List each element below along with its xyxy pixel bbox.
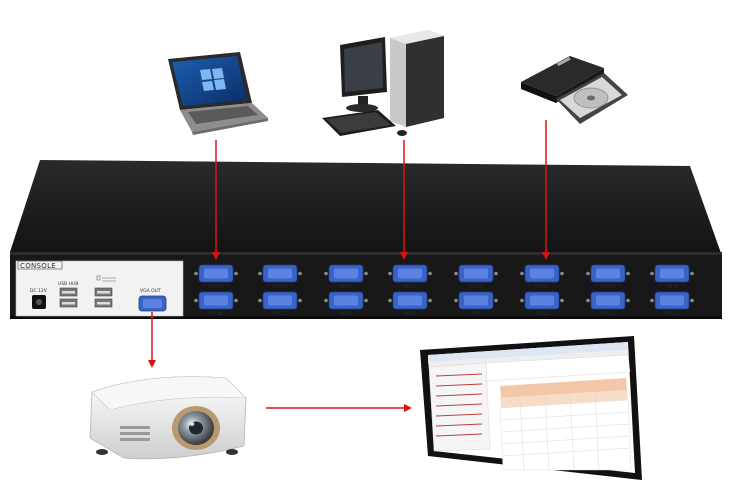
pc-port-label: PC9 [667,284,678,290]
pc-port-label: PC6 [341,311,352,317]
desktop-pc-icon [322,30,444,136]
projection-screen-icon [420,336,642,480]
laptop-icon [168,52,268,135]
usb-port[interactable] [94,298,113,308]
pc-port-label: PC15 [273,284,288,290]
pc-port-label: PC12 [469,284,483,290]
dc-label: DC 12V [30,288,48,294]
pc-ports-top-row: PC16 PC15 PC14 PC13 PC12 PC11 PC10 PC9 [194,264,694,290]
console-panel: CONSOLE DC 12V USB HUB VGA OUT [15,260,184,317]
pc-port-label: PC8 [211,311,222,317]
vga-port-pc12[interactable] [454,264,498,283]
optical-drive-icon [521,56,628,124]
vga-port-pc16[interactable] [194,264,238,283]
pc-port-label: PC4 [471,311,482,317]
vga-port-pc14[interactable] [324,264,368,283]
vga-out-label: VGA OUT [140,288,161,294]
vga-port-pc13[interactable] [388,264,432,283]
vga-port-pc9[interactable] [650,264,694,283]
usb-symbol-icon [96,275,116,282]
pc-port-label: PC3 [537,311,548,317]
console-title: CONSOLE [20,262,56,270]
pc-port-label: PC1 [667,311,678,317]
vga-port-pc2[interactable] [586,291,630,310]
vga-port-pc8[interactable] [194,291,238,310]
vga-port-pc5[interactable] [388,291,432,310]
dc-power-jack[interactable] [32,295,46,309]
usb-port[interactable] [59,298,78,308]
pc-port-label: PC11 [535,284,549,290]
vga-port-pc10[interactable] [586,264,630,283]
vga-port-pc4[interactable] [454,291,498,310]
screen-spreadsheet-content [428,342,632,471]
kvm-switch-chassis: CONSOLE DC 12V USB HUB VGA OUT [10,160,722,319]
pc-port-label: PC2 [603,311,614,317]
usb-port[interactable] [59,287,78,297]
vga-port-pc3[interactable] [520,291,564,310]
pc-port-label: PC16 [209,284,224,290]
vga-port-pc11[interactable] [520,264,564,283]
pc-port-label: PC13 [403,284,418,290]
usb-port[interactable] [94,287,113,297]
pc-port-label: PC7 [275,311,286,317]
connection-arrows [148,120,550,412]
pc-port-label: PC10 [601,284,616,290]
vga-out-port[interactable] [138,295,167,312]
pc-port-label: PC5 [405,311,416,317]
vga-port-pc6[interactable] [324,291,368,310]
pc-ports-bottom-row: PC8 PC7 PC6 PC5 PC4 PC3 PC2 PC1 [194,291,694,317]
vga-port-pc1[interactable] [650,291,694,310]
pc-port-label: PC14 [339,284,354,290]
vga-port-pc7[interactable] [258,291,302,310]
projector-icon [89,376,247,460]
usb-hub-label: USB HUB [58,281,78,287]
vga-port-pc15[interactable] [258,264,302,283]
